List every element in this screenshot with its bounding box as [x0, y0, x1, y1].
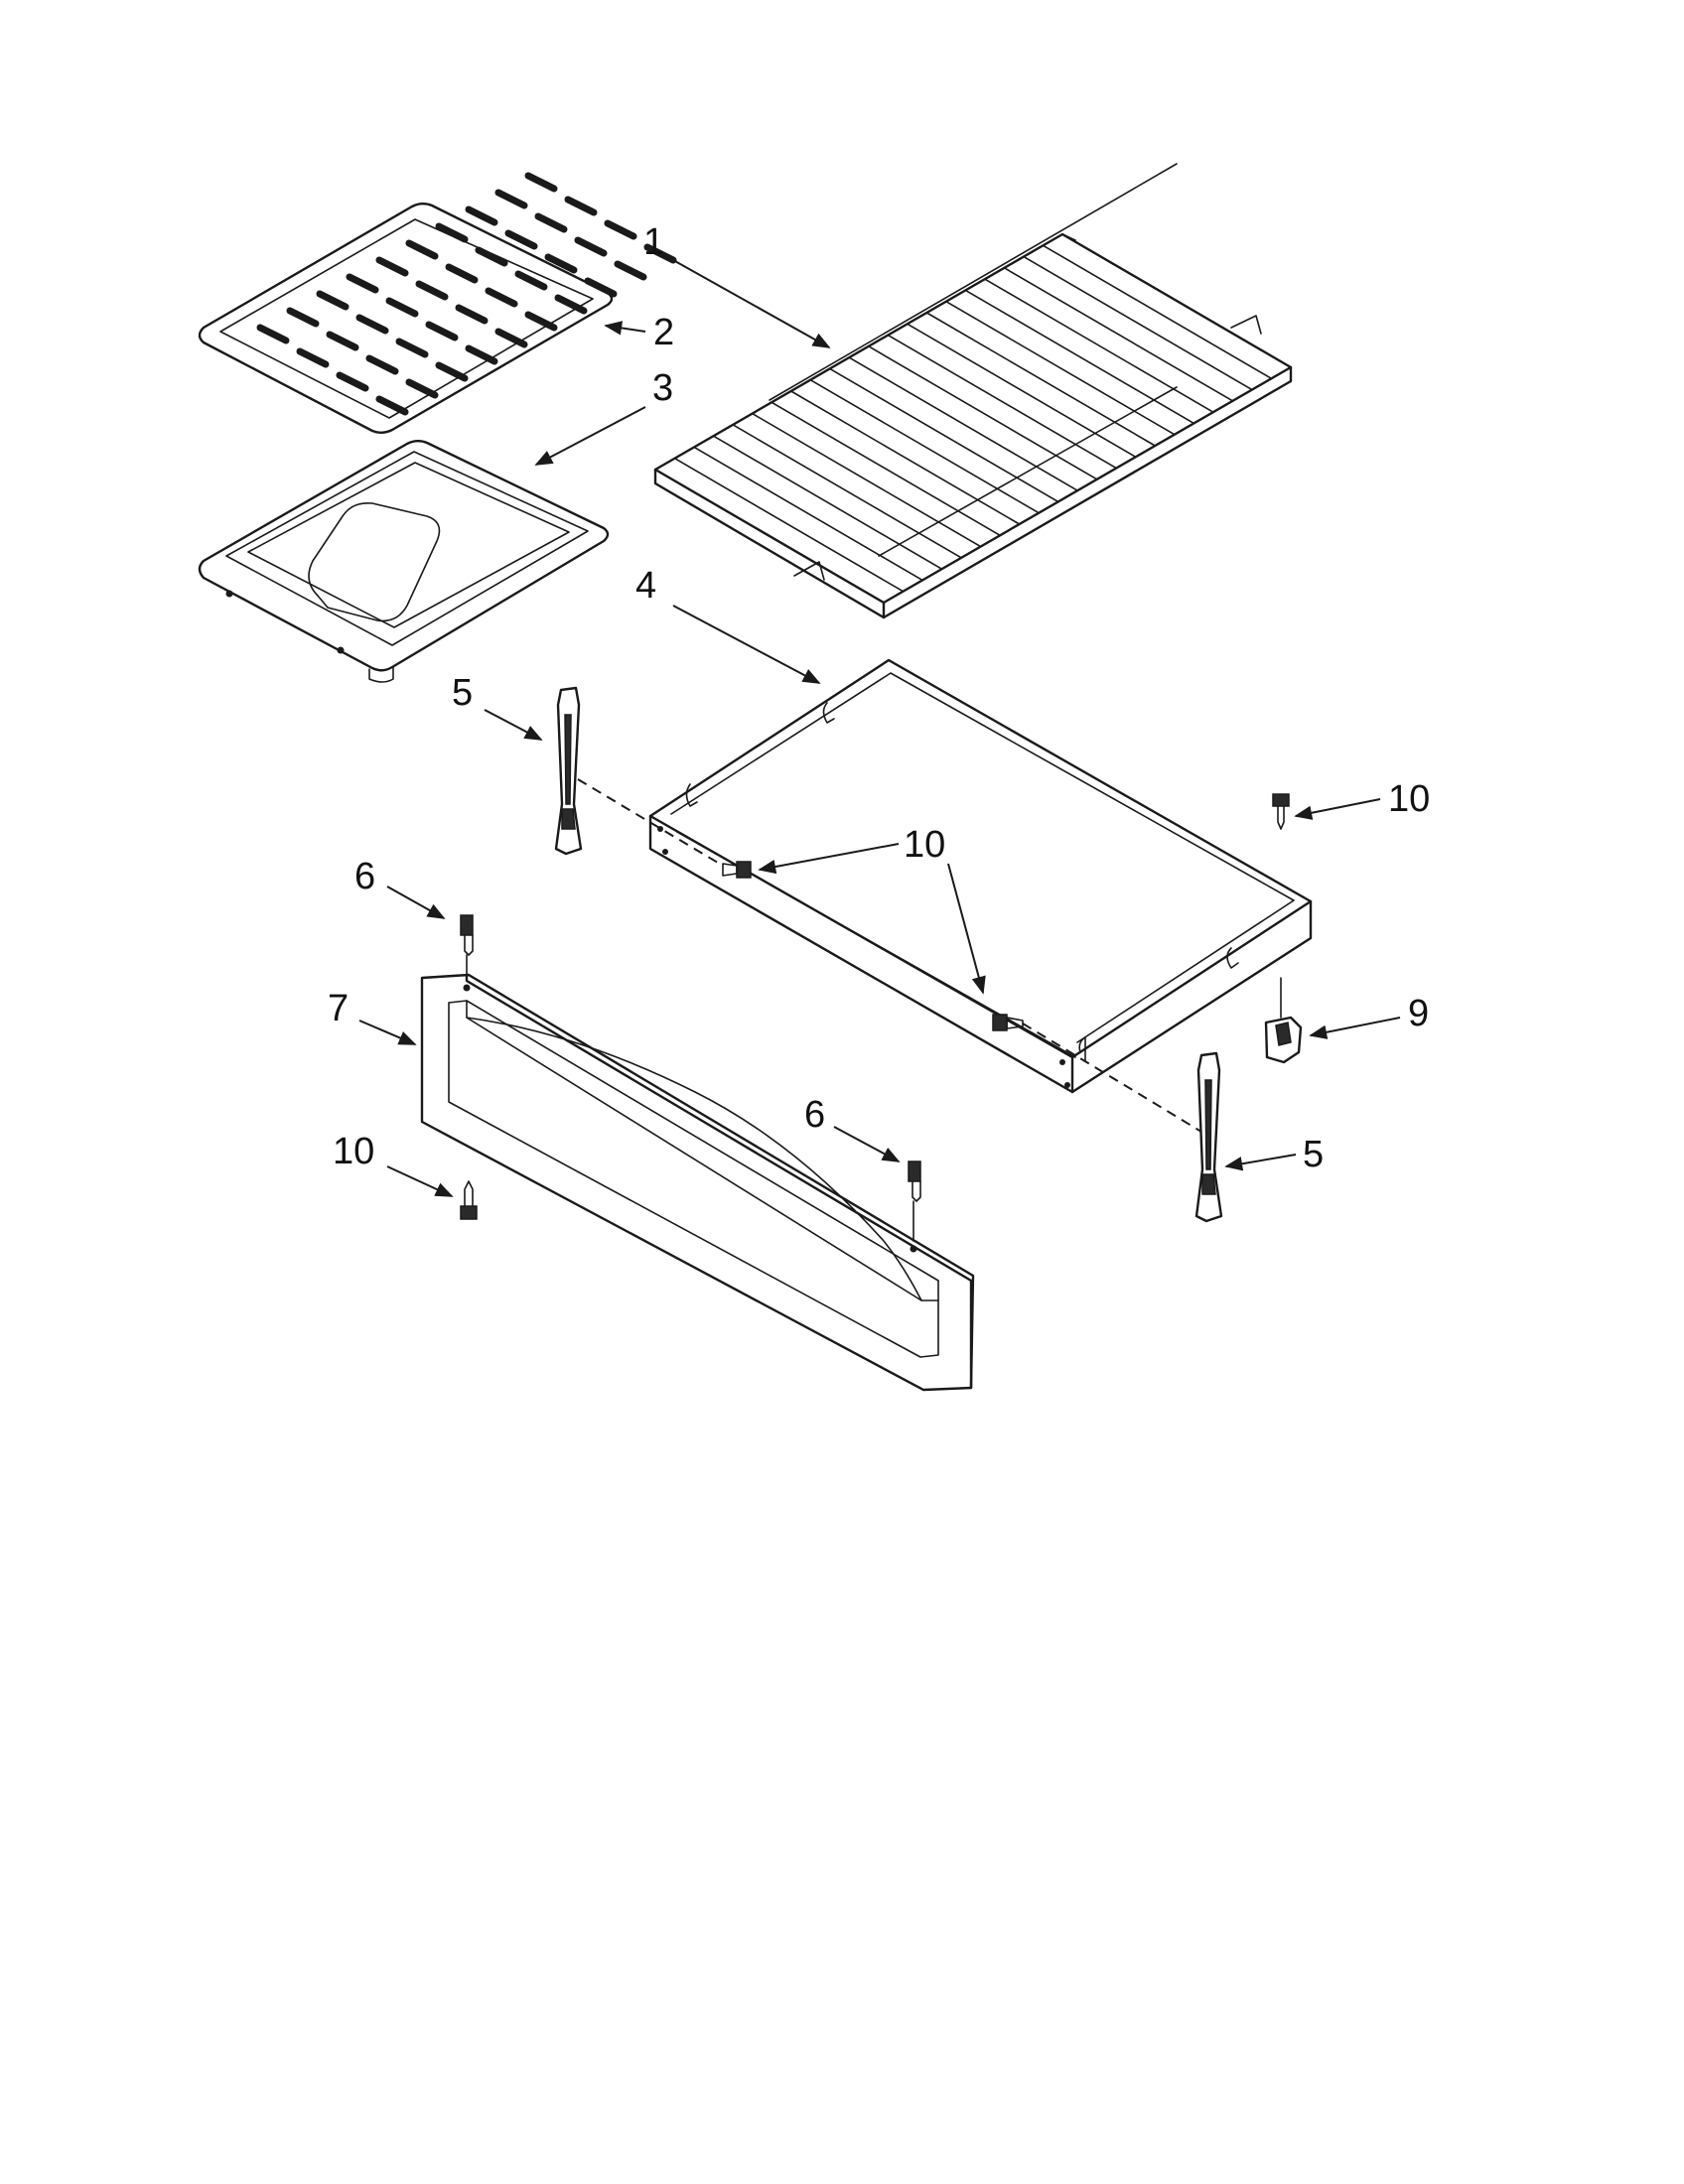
grid-slot — [514, 270, 548, 291]
grid-slot — [375, 395, 409, 416]
rack-bar — [964, 289, 1194, 425]
grid-slot — [286, 307, 320, 328]
rack-bar — [732, 424, 962, 559]
drawer-stop-clip — [1264, 977, 1303, 1064]
grid-slot — [524, 172, 558, 193]
grid-slot — [355, 314, 389, 335]
grid-slot — [346, 273, 379, 294]
grid-slot — [494, 189, 528, 209]
callout-labels: 1 2 3 4 5 5 6 6 7 9 10 10 10 — [328, 221, 1430, 1175]
rack-bar — [771, 401, 1001, 536]
grid-slot — [375, 256, 409, 277]
rack-bar — [752, 412, 982, 548]
rack-bars — [674, 244, 1272, 593]
grid-slot — [554, 294, 588, 315]
grid-slot — [485, 287, 518, 308]
grid-slot — [395, 338, 429, 358]
grid-slot — [296, 347, 330, 368]
grid-slot — [385, 297, 419, 318]
callout-9: 9 — [1408, 993, 1429, 1034]
callout-6-right: 6 — [804, 1094, 825, 1136]
grid-slot — [643, 243, 677, 264]
grid-slot — [435, 222, 469, 243]
rack-bar — [887, 334, 1117, 470]
grid-slot — [524, 311, 558, 332]
rack-bar — [1004, 267, 1233, 402]
rack-bar — [925, 312, 1156, 447]
screw-10-top-right — [1272, 793, 1290, 830]
rack-bar — [868, 345, 1098, 480]
screw-10-drawer-left — [722, 861, 752, 879]
grid-slot — [465, 205, 498, 226]
grid-slot — [504, 229, 538, 250]
callout-5-left: 5 — [452, 672, 473, 714]
grid-slots — [256, 172, 677, 416]
drawer-glide-left — [554, 686, 583, 856]
callout-10-center: 10 — [904, 824, 945, 866]
grid-slot — [365, 354, 399, 375]
rack-bar — [984, 278, 1214, 413]
grid-slot — [465, 344, 498, 365]
leader-lines — [358, 259, 1401, 1197]
rack-bar — [809, 379, 1040, 514]
callout-6-left: 6 — [354, 856, 375, 897]
callout-2: 2 — [653, 312, 674, 353]
grid-slot — [256, 324, 290, 344]
assembly-line-right-glide — [1022, 1023, 1202, 1133]
rack-bar — [907, 323, 1137, 458]
grid-slot — [445, 263, 479, 284]
callout-5-right: 5 — [1303, 1134, 1324, 1175]
rack-bar — [829, 367, 1059, 503]
grid-slot — [405, 239, 439, 260]
rack-bar — [1023, 255, 1253, 391]
oven-rack — [653, 163, 1293, 619]
callout-1: 1 — [643, 221, 664, 263]
callout-7: 7 — [328, 988, 349, 1029]
assembly-line-left-glide — [577, 778, 724, 867]
grid-slot — [534, 212, 568, 233]
broiler-grid — [198, 172, 677, 434]
grid-slot — [475, 246, 508, 267]
rack-bar — [693, 446, 923, 582]
rack-bar — [790, 390, 1021, 525]
grid-slot — [604, 219, 637, 240]
grid-slot — [316, 290, 350, 311]
callout-3: 3 — [652, 367, 673, 409]
callout-4: 4 — [635, 565, 656, 607]
pin-6-right — [908, 1160, 921, 1242]
screw-10-drawer-right — [992, 1014, 1024, 1031]
grid-slot — [455, 304, 489, 325]
grid-slot — [584, 277, 618, 298]
grid-slot — [405, 378, 439, 399]
callout-10-bottom-left: 10 — [333, 1131, 374, 1172]
grid-slot — [494, 328, 528, 348]
grid-slot — [336, 371, 369, 392]
drawer-glide-right — [1194, 1051, 1223, 1223]
grid-slot — [564, 196, 598, 216]
grid-slot — [614, 260, 647, 281]
drawer-pan — [648, 658, 1313, 1094]
rack-bar — [1043, 244, 1272, 379]
rack-bar — [674, 458, 904, 593]
grid-slot — [574, 236, 608, 257]
grid-slot — [544, 253, 578, 274]
broiler-pan — [198, 440, 610, 683]
rack-bar — [848, 356, 1078, 491]
pin-6-left — [460, 914, 474, 976]
rack-bar — [945, 301, 1176, 436]
drawer-front-panel — [420, 973, 975, 1392]
grid-slot — [415, 280, 449, 301]
grid-slot — [435, 361, 469, 382]
grid-slot — [326, 331, 359, 351]
callout-10-top-right: 10 — [1388, 778, 1430, 820]
grid-slot — [425, 321, 459, 341]
screw-10-front-bottom — [460, 1180, 478, 1220]
rack-bar — [713, 435, 942, 570]
